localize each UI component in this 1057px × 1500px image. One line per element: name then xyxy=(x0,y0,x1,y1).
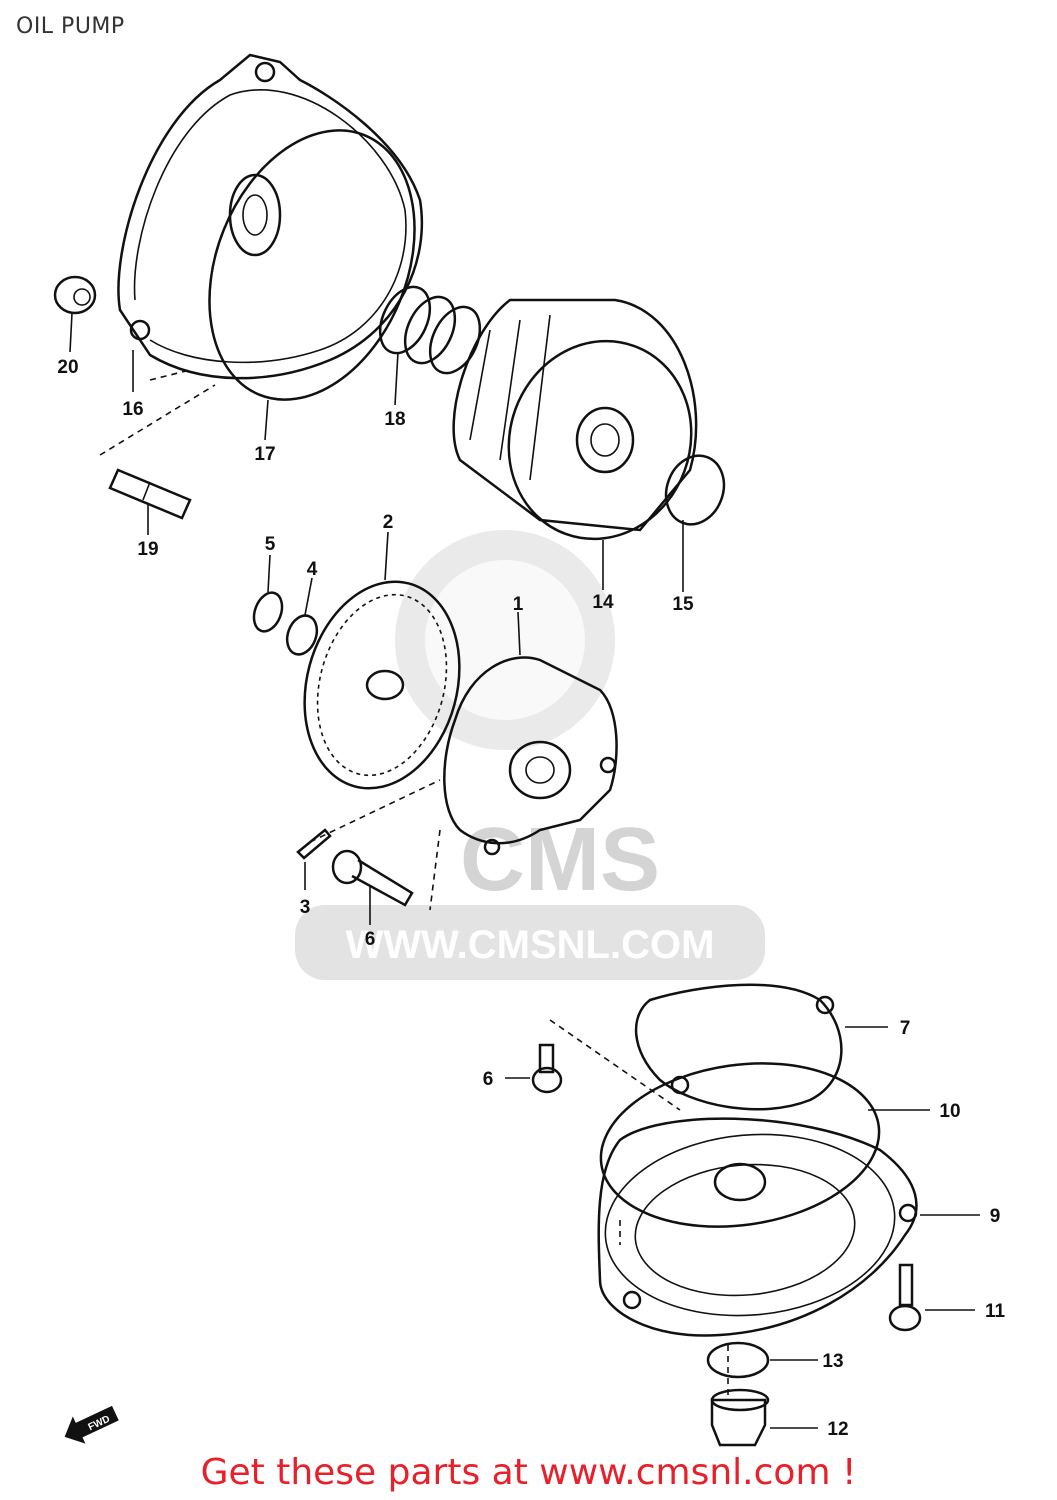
callout-5[interactable]: 5 xyxy=(265,534,276,555)
cmsnl-watermark: CMS WWW.CMSNL.COM xyxy=(295,530,765,980)
callout-3[interactable]: 3 xyxy=(300,897,311,918)
callout-12[interactable]: 12 xyxy=(827,1419,848,1440)
part-1-pump-body[interactable] xyxy=(443,656,618,856)
callout-9[interactable]: 9 xyxy=(990,1206,1001,1227)
part-2-gear[interactable] xyxy=(282,564,481,806)
callout-17[interactable]: 17 xyxy=(254,444,275,465)
callout-10[interactable]: 10 xyxy=(939,1101,960,1122)
leader-lines xyxy=(69,312,980,1429)
callout-13[interactable]: 13 xyxy=(822,1351,843,1372)
part-16-cover[interactable] xyxy=(117,53,424,380)
part-4-washer[interactable] xyxy=(282,611,322,658)
part-12-drain-plug[interactable] xyxy=(710,1388,770,1447)
part-15-o-ring[interactable] xyxy=(657,448,734,533)
part-11-bolt[interactable] xyxy=(888,1263,922,1332)
callout-4[interactable]: 4 xyxy=(307,559,318,580)
callout-15[interactable]: 15 xyxy=(672,594,694,615)
part-3-pin[interactable] xyxy=(296,828,332,860)
callout-11[interactable]: 11 xyxy=(985,1301,1006,1322)
callout-6[interactable]: 6 xyxy=(365,929,376,950)
callouts: 1 2 3 4 5 6 6 7 9 10 11 12 13 14 15 16 1… xyxy=(57,357,1005,1440)
callout-20[interactable]: 20 xyxy=(57,357,78,378)
callout-1[interactable]: 1 xyxy=(513,594,524,615)
forward-arrow-icon: FWD xyxy=(64,1405,119,1444)
callout-7[interactable]: 7 xyxy=(900,1018,911,1039)
part-8-bolt[interactable] xyxy=(531,1043,563,1094)
callout-14[interactable]: 14 xyxy=(592,592,614,613)
callout-2[interactable]: 2 xyxy=(383,512,394,533)
callout-16[interactable]: 16 xyxy=(122,399,143,420)
part-20-nut[interactable] xyxy=(53,275,97,315)
callout-6-lower[interactable]: 6 xyxy=(483,1069,494,1090)
part-18-spring[interactable] xyxy=(370,279,489,381)
assembly-lines xyxy=(99,369,729,1395)
part-9-cover[interactable] xyxy=(597,1117,918,1337)
callout-19[interactable]: 19 xyxy=(137,539,158,560)
part-7-gasket[interactable] xyxy=(634,983,843,1111)
part-19-stud[interactable] xyxy=(108,468,192,520)
part-5-ring[interactable] xyxy=(249,589,287,635)
part-17-o-ring[interactable] xyxy=(171,100,452,431)
diagram-title: OIL PUMP xyxy=(16,14,125,39)
callout-18[interactable]: 18 xyxy=(384,409,405,430)
part-14-oil-filter[interactable] xyxy=(452,298,719,565)
footer-link[interactable]: Get these parts at www.cmsnl.com ! xyxy=(200,1452,857,1493)
part-10-o-ring[interactable] xyxy=(590,1046,890,1243)
part-6-bolt[interactable] xyxy=(331,849,414,907)
watermark-brand: CMS xyxy=(460,810,660,910)
watermark-url: WWW.CMSNL.COM xyxy=(346,923,715,967)
part-13-washer[interactable] xyxy=(706,1341,770,1379)
